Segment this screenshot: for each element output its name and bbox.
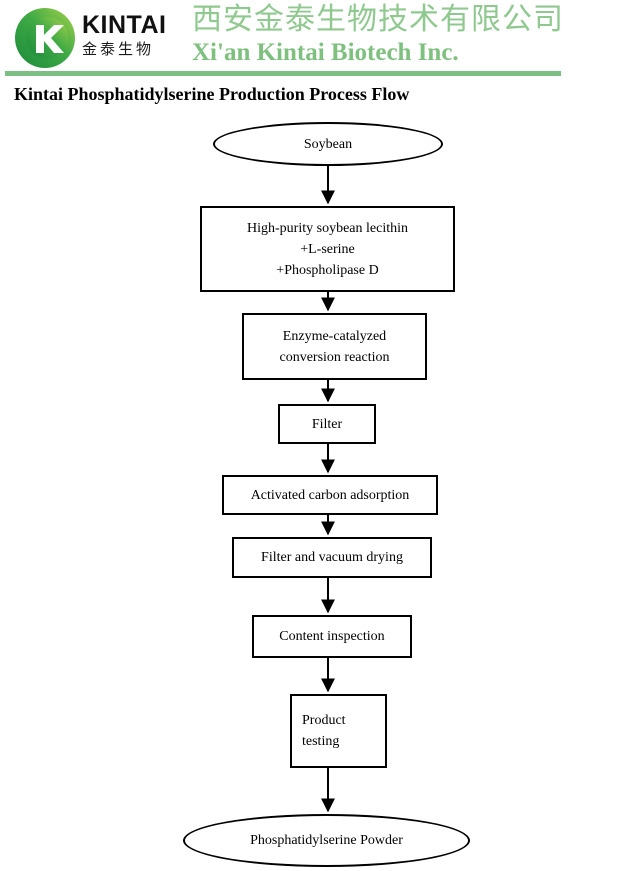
flow-node-carbon-adsorption[interactable]: Activated carbon adsorption — [222, 475, 438, 515]
flow-node-enzyme-reaction[interactable]: Enzyme-catalyzed conversion reaction — [242, 313, 427, 380]
flow-node-label: Product testing — [302, 713, 346, 749]
logo-wordmark-cjk: 金泰生物 — [82, 40, 155, 58]
flow-node-label: High-purity soybean lecithin +L-serine +… — [247, 220, 408, 278]
flow-node-label: Filter and vacuum drying — [261, 550, 403, 565]
flow-node-content-inspection[interactable]: Content inspection — [252, 615, 412, 658]
logo-wordmark-latin: KINTAI — [82, 11, 167, 39]
flow-node-label: Enzyme-catalyzed conversion reaction — [279, 328, 390, 365]
company-name-en: Xi'an Kintai Biotech Inc. — [192, 39, 459, 66]
flow-node-product-testing[interactable]: Product testing — [290, 694, 387, 768]
header-divider — [5, 71, 561, 76]
flow-node-label: Activated carbon adsorption — [250, 487, 410, 503]
company-name-cn: 西安金泰生物技术有限公司 — [192, 2, 564, 37]
page-header: KINTAI 金泰生物 西安金泰生物技术有限公司 Xi'an Kintai Bi… — [0, 0, 635, 80]
flow-node-raw-materials[interactable]: High-purity soybean lecithin +L-serine +… — [200, 206, 455, 292]
page-title: Kintai Phosphatidylserine Production Pro… — [14, 84, 410, 104]
flow-node-filter[interactable]: Filter — [278, 404, 376, 444]
flow-node-ps-powder[interactable]: Phosphatidylserine Powder — [183, 814, 470, 867]
flow-node-label: Phosphatidylserine Powder — [250, 833, 403, 848]
flow-node-soybean[interactable]: Soybean — [213, 122, 443, 166]
flow-node-vacuum-drying[interactable]: Filter and vacuum drying — [232, 537, 432, 578]
flow-node-label: Content inspection — [279, 629, 385, 644]
logo-wordmark: KINTAI 金泰生物 — [82, 12, 192, 59]
kintai-circle-k-logo-icon — [14, 7, 76, 69]
flow-node-label: Soybean — [303, 136, 353, 152]
flow-node-label: Filter — [311, 416, 343, 432]
